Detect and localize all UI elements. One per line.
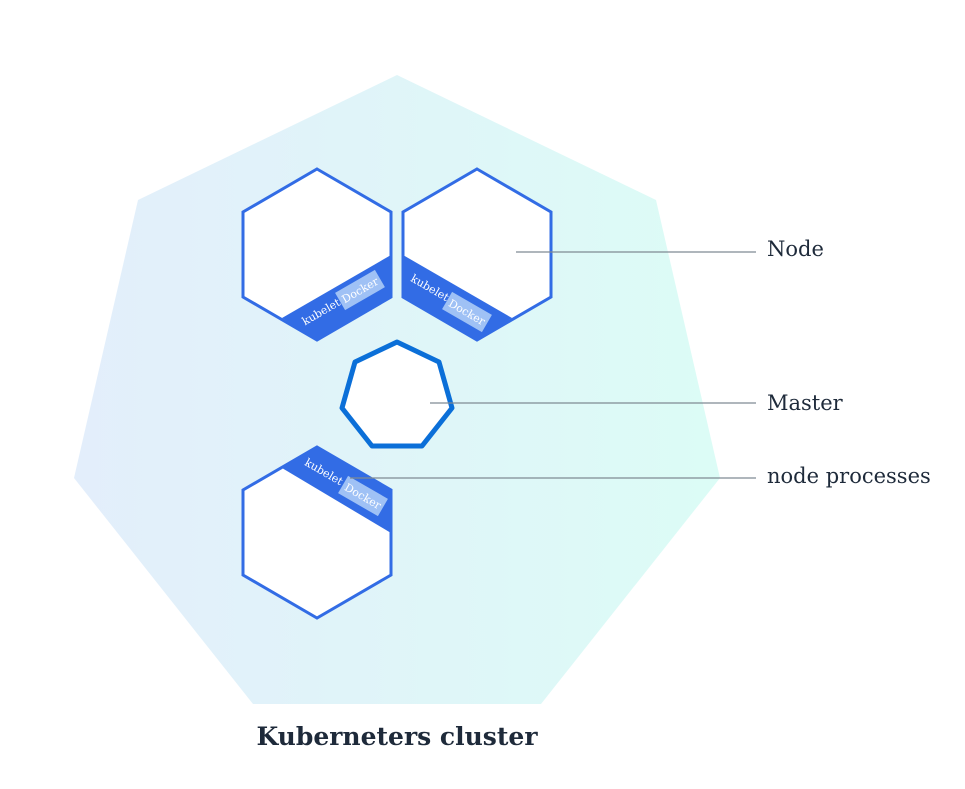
- docker-tile: [338, 475, 388, 517]
- docker-tile: [442, 291, 492, 333]
- node-top-left[interactable]: Docker kubelet: [241, 167, 393, 342]
- node-top-right[interactable]: Docker kubelet: [401, 167, 553, 342]
- node-process-band: [282, 447, 391, 533]
- node-bottom[interactable]: Docker kubelet: [241, 445, 393, 620]
- master-label: Master: [767, 391, 844, 415]
- master-heptagon-icon[interactable]: [339, 339, 455, 449]
- docker-tile: [335, 269, 385, 311]
- node-processes-label: node processes: [767, 464, 931, 488]
- node-process-band: [282, 255, 391, 340]
- node-label: Node: [767, 237, 824, 261]
- diagram-caption: Kuberneters cluster: [257, 722, 539, 751]
